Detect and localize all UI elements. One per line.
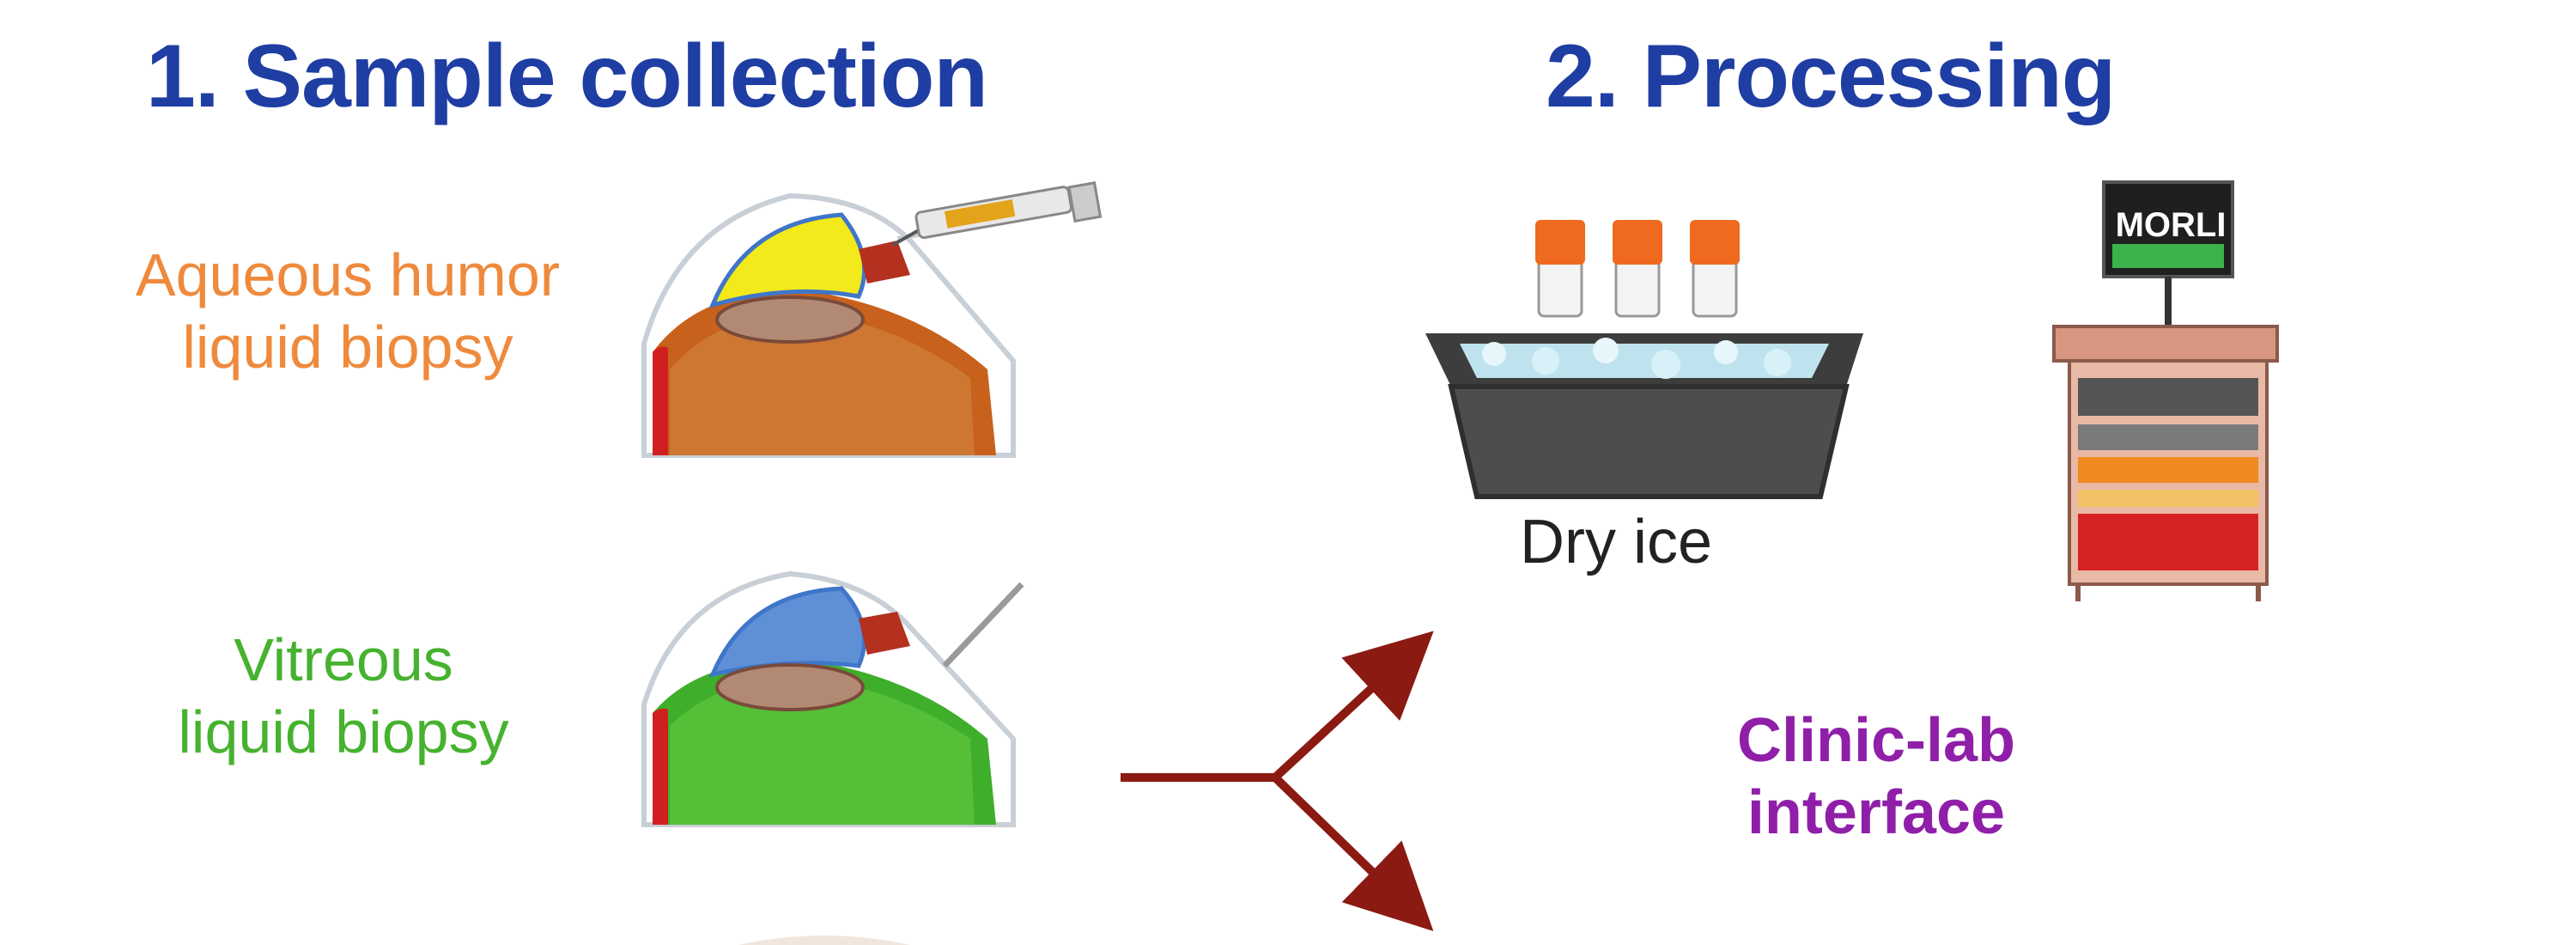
branch-arrow (1121, 631, 1434, 931)
processing-heading: 2. Processing (1546, 27, 2116, 126)
instrument-cart-illustration (2052, 180, 2279, 601)
aqueous-label-line2: liquid biopsy (182, 314, 513, 381)
vitreous-label: Vitreous liquid biopsy (137, 624, 550, 768)
eye-partial-bottom-illustration (738, 936, 910, 945)
interface-label-line2: interface (1747, 778, 2006, 847)
vitreous-label-line1: Vitreous (234, 626, 453, 693)
instrument-screen-label: MORLI (2115, 206, 2227, 244)
dry-ice-tray-illustration (1425, 220, 1863, 499)
clinic-lab-interface-label: Clinic-lab interface (1683, 704, 2069, 849)
vitreous-label-line2: liquid biopsy (178, 698, 509, 765)
dry-ice-label: Dry ice (1520, 508, 1713, 576)
sample-collection-heading: 1. Sample collection (146, 27, 988, 126)
aqueous-label-line1: Aqueous humor (135, 241, 561, 308)
aqueous-humor-label: Aqueous humor liquid biopsy (86, 239, 610, 383)
interface-label-line1: Clinic-lab (1736, 706, 2016, 775)
eye-vitreous-illustration (641, 570, 1024, 827)
eye-aqueous-illustration (641, 181, 1103, 458)
